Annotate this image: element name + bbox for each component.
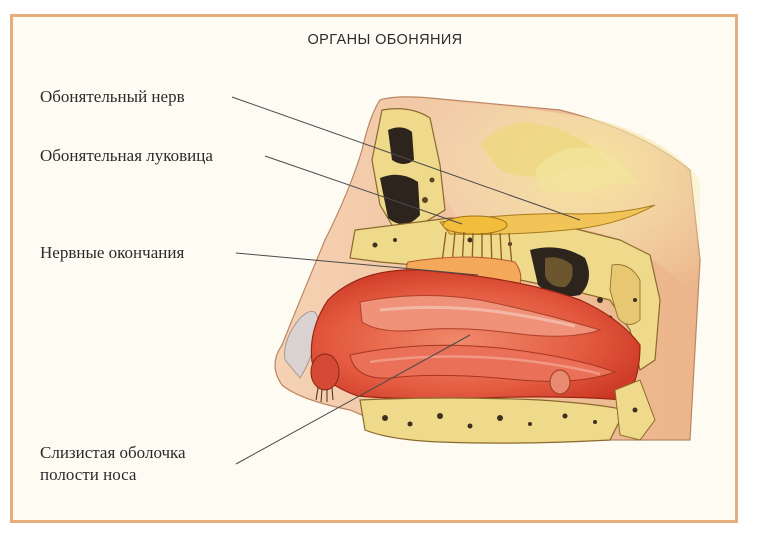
label-nasal-mucosa-line1: Слизистая оболочка	[40, 443, 186, 462]
nasal-cavity	[310, 269, 641, 403]
leader-line-olfactory-nerve	[231, 96, 581, 221]
diagram-title: ОРГАНЫ ОБОНЯНИЯ	[307, 32, 463, 48]
ethmoid-bone	[349, 217, 661, 371]
label-nasal-mucosa-line2: полости носа	[40, 465, 137, 484]
palate-bone	[359, 379, 656, 444]
label-olfactory-bulb: Обонятельная луковица	[40, 146, 213, 165]
olfactory-bulb	[442, 215, 508, 235]
leader-line-olfactory-bulb	[264, 155, 463, 225]
label-nasal-mucosa: Слизистая оболочка полости носа	[40, 442, 186, 486]
brain-region	[420, 100, 700, 300]
leader-line-mucosa	[235, 334, 471, 465]
leader-lines	[231, 96, 581, 465]
label-nerve-endings: Нервные окончания	[40, 243, 185, 262]
leader-line-nerve-endings	[235, 252, 479, 276]
label-olfactory-nerve: Обонятельный нерв	[40, 87, 185, 106]
